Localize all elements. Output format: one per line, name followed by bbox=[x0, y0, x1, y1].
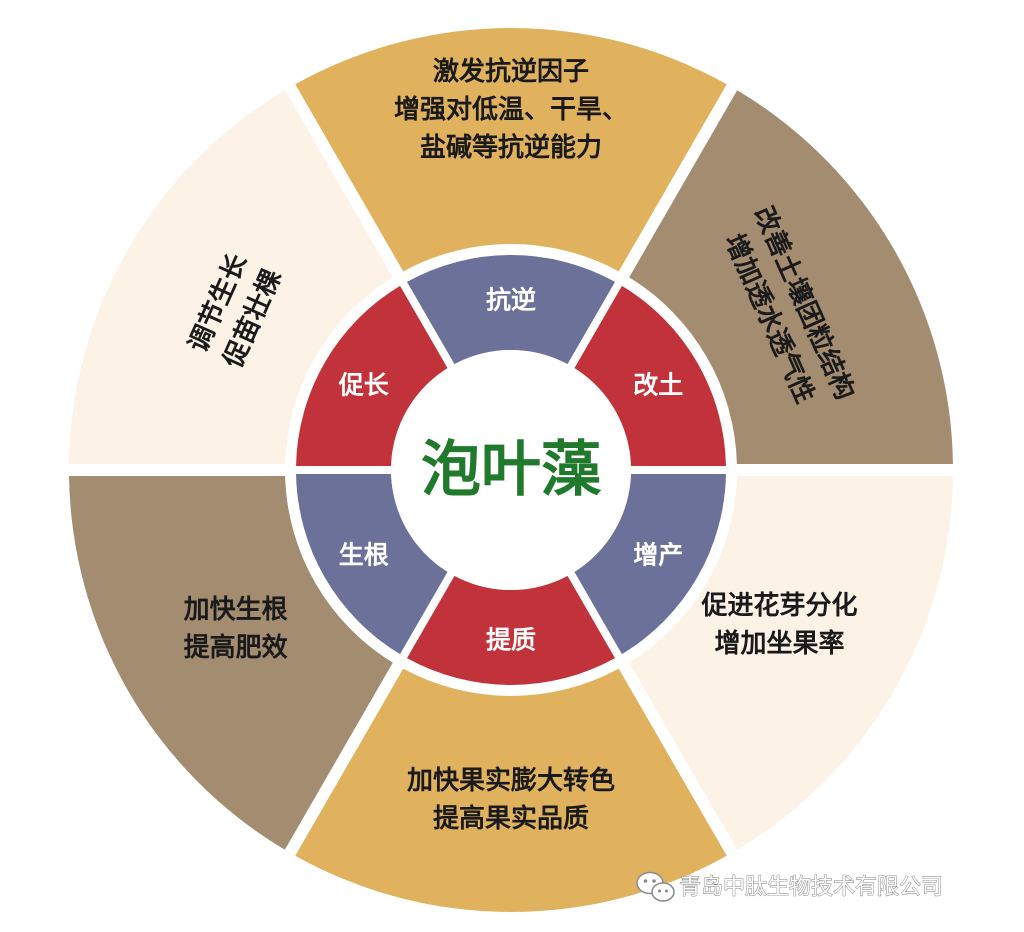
outer-segment-line: 加快果实膨大转色 bbox=[407, 765, 615, 796]
inner-segment-shape bbox=[574, 474, 726, 655]
watermark: 青岛中肽生物技术有限公司 bbox=[636, 871, 943, 902]
inner-segment: 增产 bbox=[574, 474, 726, 655]
watermark-text: 青岛中肽生物技术有限公司 bbox=[679, 875, 943, 900]
inner-segment-shape bbox=[406, 255, 616, 365]
center-label: 泡叶藻 bbox=[421, 435, 602, 505]
inner-segment: 促长 bbox=[296, 285, 448, 466]
inner-segment-label: 抗逆 bbox=[486, 286, 536, 315]
outer-segment-line: 增强对低温、干旱、 bbox=[394, 94, 628, 125]
outer-segment-shape bbox=[295, 668, 727, 913]
inner-segment: 提质 bbox=[406, 575, 616, 685]
outer-segment-shape bbox=[295, 27, 727, 272]
outer-segment-shape bbox=[629, 476, 953, 850]
center-circle bbox=[391, 350, 631, 590]
outer-segment-line: 盐碱等抗逆能力 bbox=[420, 132, 602, 163]
inner-segment-shape bbox=[296, 285, 448, 466]
inner-segment-label: 改土 bbox=[633, 371, 683, 400]
inner-segment-label: 提质 bbox=[486, 626, 536, 655]
inner-segment-label: 生根 bbox=[339, 541, 389, 570]
inner-segment-shape bbox=[574, 285, 726, 466]
inner-segment-label: 增产 bbox=[633, 541, 683, 570]
outer-segment-line: 增加坐果率 bbox=[714, 628, 844, 659]
inner-segment: 生根 bbox=[296, 474, 448, 655]
inner-segment: 改土 bbox=[574, 285, 726, 466]
outer-segment-line: 提高果实品质 bbox=[433, 803, 589, 834]
outer-segment-line: 提高肥效 bbox=[184, 632, 288, 663]
wechat-icon bbox=[636, 871, 675, 902]
outer-segment-shape bbox=[629, 90, 953, 464]
outer-segment-line: 促进花芽分化 bbox=[700, 591, 857, 621]
outer-segment-shape bbox=[69, 90, 393, 464]
outer-segment-line: 加快生根 bbox=[184, 595, 288, 625]
inner-segment-shape bbox=[406, 575, 616, 685]
outer-ring: 激发抗逆因子增强对低温、干旱、盐碱等抗逆能力改善土壤团粒结构增加透水透气性促进花… bbox=[69, 27, 953, 913]
inner-segment-label: 促长 bbox=[338, 371, 390, 400]
outer-segment-shape bbox=[69, 476, 393, 850]
outer-segment-line: 激发抗逆因子 bbox=[433, 56, 589, 87]
inner-segment-shape bbox=[296, 474, 448, 655]
inner-segment: 抗逆 bbox=[406, 255, 616, 365]
